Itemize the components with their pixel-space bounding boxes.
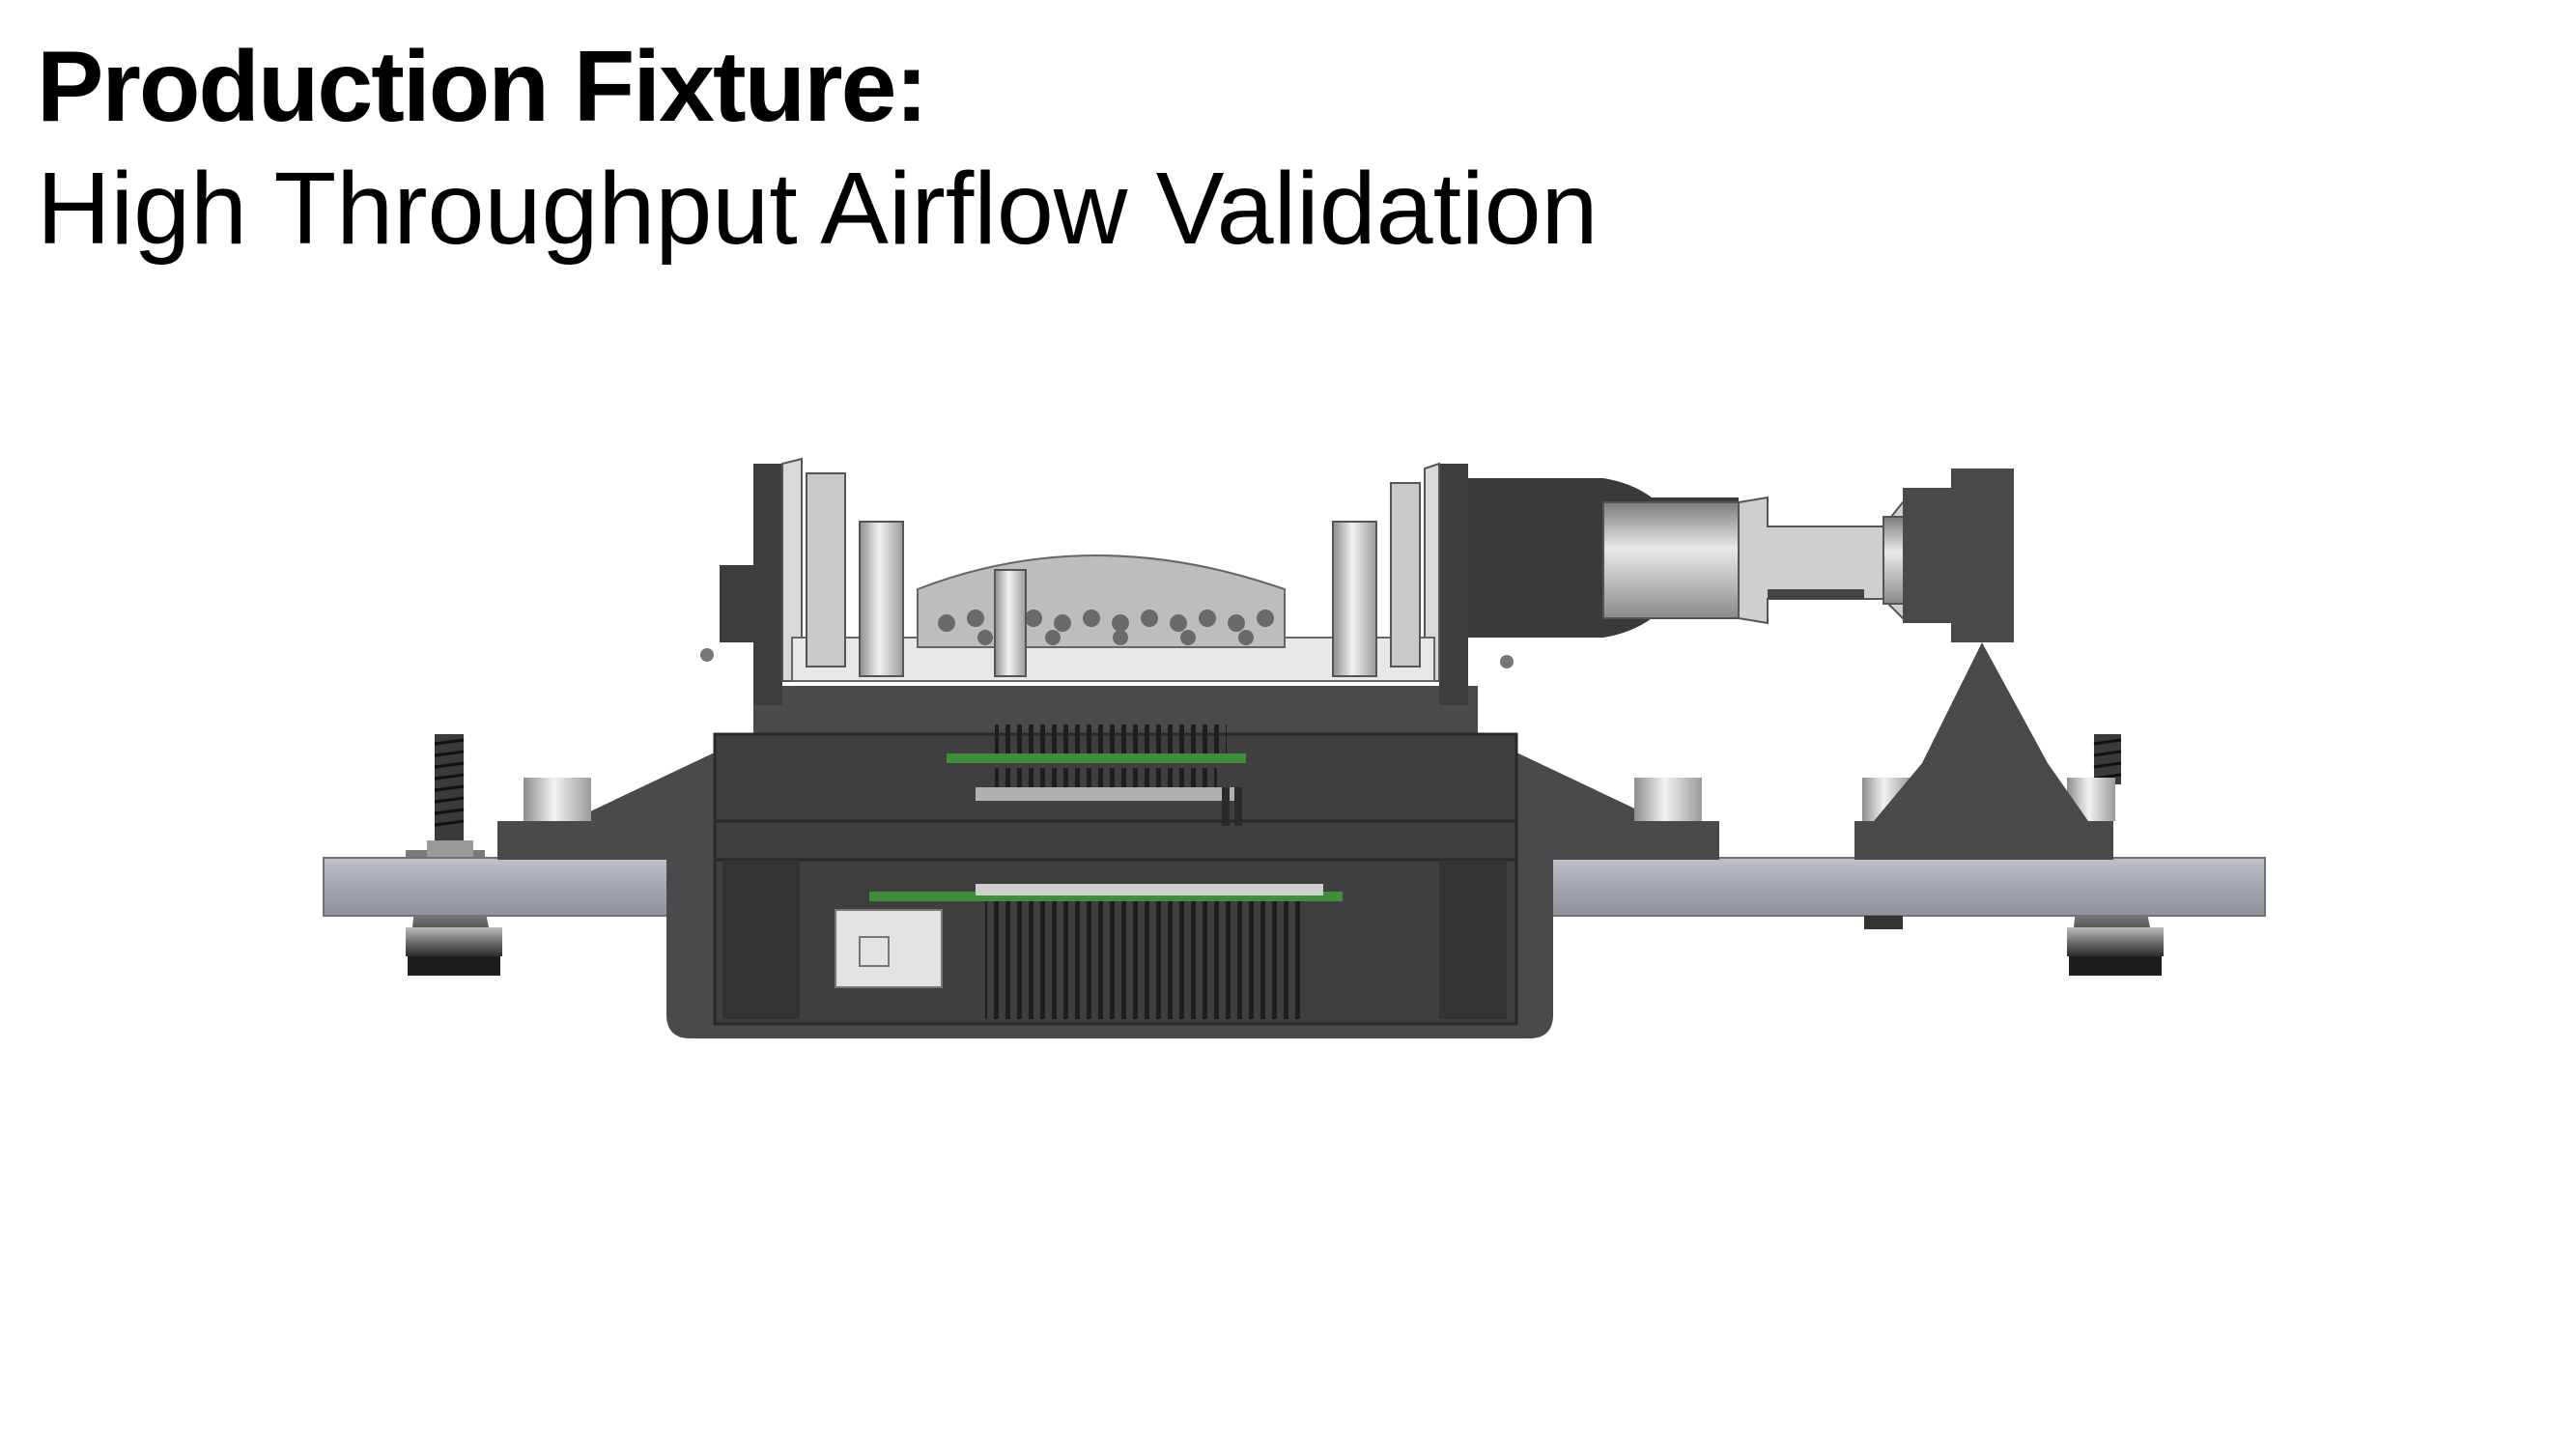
fan-tray [700, 457, 1514, 682]
left-boss [524, 778, 591, 821]
upper-pcb [947, 724, 1246, 826]
lower-pcb [835, 884, 1343, 1019]
fixture-render [319, 444, 2289, 1053]
left-threaded-stud [427, 734, 473, 858]
slide-title: Production Fixture: High Throughput Airf… [37, 27, 2355, 270]
fixture-render-svg [323, 457, 2266, 1038]
support-tower [1854, 469, 2113, 929]
title-subtitle: High Throughput Airflow Validation [37, 152, 1599, 266]
airflow-nozzle [1468, 478, 1981, 638]
right-threaded-stud [2093, 734, 2122, 784]
center-right-boss [1634, 778, 1702, 821]
title-bold: Production Fixture: [37, 31, 928, 143]
